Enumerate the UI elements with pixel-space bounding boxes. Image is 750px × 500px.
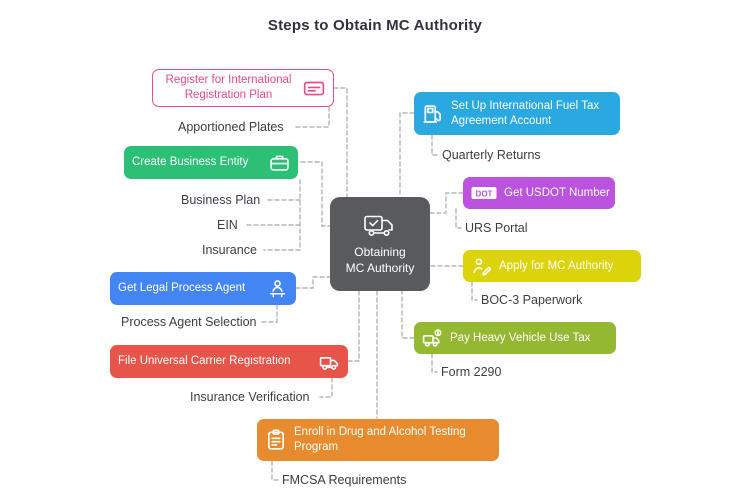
branch-label: Set Up International Fuel Tax Agreement … [451,99,600,127]
branch-setup-ifta-account: Set Up International Fuel Tax Agreement … [414,92,620,135]
branch-pay-hvut: Pay Heavy Vehicle Use Tax [414,322,616,354]
branch-label: Pay Heavy Vehicle Use Tax [450,331,591,344]
branch-label: Create Business Entity [132,156,249,169]
branch-get-legal-process-agent: Get Legal Process Agent [110,272,296,305]
center-label-line1: Obtaining [354,244,406,259]
connector [292,106,330,128]
agent-desk-icon [267,278,288,299]
center-label-line2: MC Authority [345,260,415,275]
child-insurance-verification: Insurance Verification [190,390,310,404]
connector [271,460,279,481]
center-label: Obtaining MC Authority [346,245,415,276]
child-apportioned-plates: Apportioned Plates [178,120,284,134]
connector [347,290,360,362]
branch-enroll-drug-alcohol-testing: Enroll in Drug and Alcohol Testing Progr… [257,419,499,461]
truck-coin-icon [422,328,443,349]
center-node-obtaining-mc-authority: Obtaining MC Authority [330,197,430,291]
child-insurance: Insurance [202,243,257,257]
branch-label: File Universal Carrier Registration [118,355,291,368]
briefcase-icon [269,152,290,173]
connector [431,134,439,156]
person-pencil-icon [471,256,492,277]
branch-label: Register for International Registration … [165,74,292,101]
connector [261,304,278,323]
branch-label: Apply for MC Authority [499,259,614,272]
registration-truck-icon [319,351,340,372]
connector [295,276,331,289]
branch-register-irp: Register for International Registration … [152,69,334,107]
connector [293,161,331,227]
connector [429,192,464,214]
connector [319,377,333,398]
clipboard-checklist-icon [265,429,287,451]
child-boc3-paperwork: BOC-3 Paperwork [481,293,583,307]
child-form-2290: Form 2290 [441,365,502,379]
child-fmcsa-requirements: FMCSA Requirements [282,473,407,487]
child-urs-portal: URS Portal [465,221,528,235]
connector [401,290,415,339]
branch-file-ucr: File Universal Carrier Registration [110,345,348,378]
branch-get-usdot-number: DOT Get USDOT Number [463,177,615,209]
license-plate-icon [303,77,325,99]
connector [471,281,478,301]
connector [431,353,438,373]
dot-badge-icon: DOT [471,185,497,201]
connector [399,112,415,198]
branch-label: Enroll in Drug and Alcohol Testing Progr… [294,426,466,453]
branch-apply-mc-authority: Apply for MC Authority [463,250,641,282]
child-ein: EIN [217,218,238,232]
branch-label: Get Legal Process Agent [118,282,246,295]
connector [333,87,348,198]
dot-badge-text: DOT [476,190,493,199]
connector [455,208,462,229]
child-business-plan: Business Plan [181,193,261,207]
child-quarterly-returns: Quarterly Returns [442,148,541,162]
child-process-agent-selection: Process Agent Selection [121,315,257,329]
page-title: Steps to Obtain MC Authority [267,17,483,34]
fuel-pump-icon [422,103,444,125]
branch-create-business-entity: Create Business Entity [124,146,298,179]
truck-check-icon [362,212,398,240]
branch-label: Get USDOT Number [504,186,610,199]
